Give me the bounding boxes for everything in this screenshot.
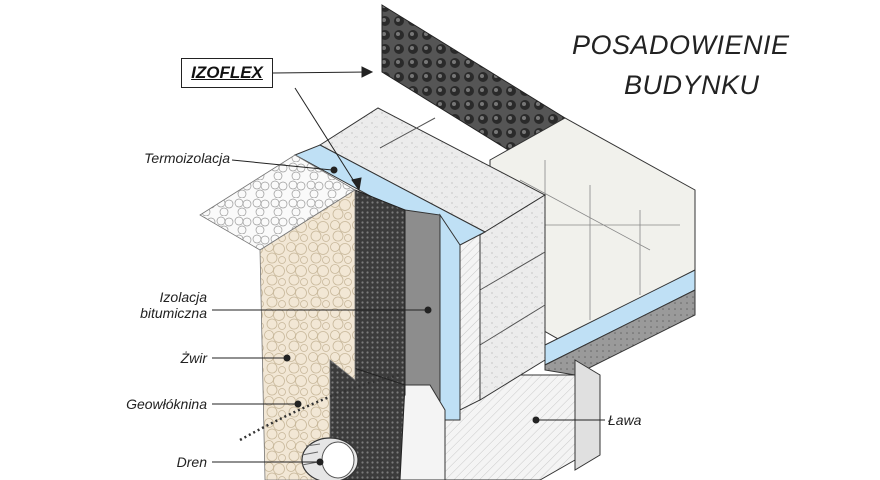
izoflex-membrane-wall: [354, 189, 406, 396]
gravel-fill: [259, 189, 356, 480]
label-geowloknina: Geowłóknina: [126, 396, 207, 412]
label-lawa: Ława: [608, 412, 642, 428]
thermal-insulation-side: [439, 213, 461, 421]
label-izolacja-line1: Izolacja: [159, 289, 207, 305]
izoflex-callout-label: IZOFLEX: [191, 63, 263, 82]
footing-side: [574, 359, 601, 471]
drain-channel: [399, 384, 446, 480]
label-termoizolacja: Termoizolacja: [144, 150, 230, 166]
title-line-1: POSADOWIENIE: [572, 30, 790, 60]
label-izolacja-line2: bitumiczna: [140, 305, 207, 321]
label-dren: Dren: [176, 454, 207, 470]
geotextile-line: [239, 373, 401, 442]
label-zwir: Żwir: [180, 350, 207, 366]
izoflex-callout-box: IZOFLEX: [181, 58, 273, 88]
floor-subbase: [544, 289, 696, 376]
title-line-2: BUDYNKU: [624, 70, 760, 100]
